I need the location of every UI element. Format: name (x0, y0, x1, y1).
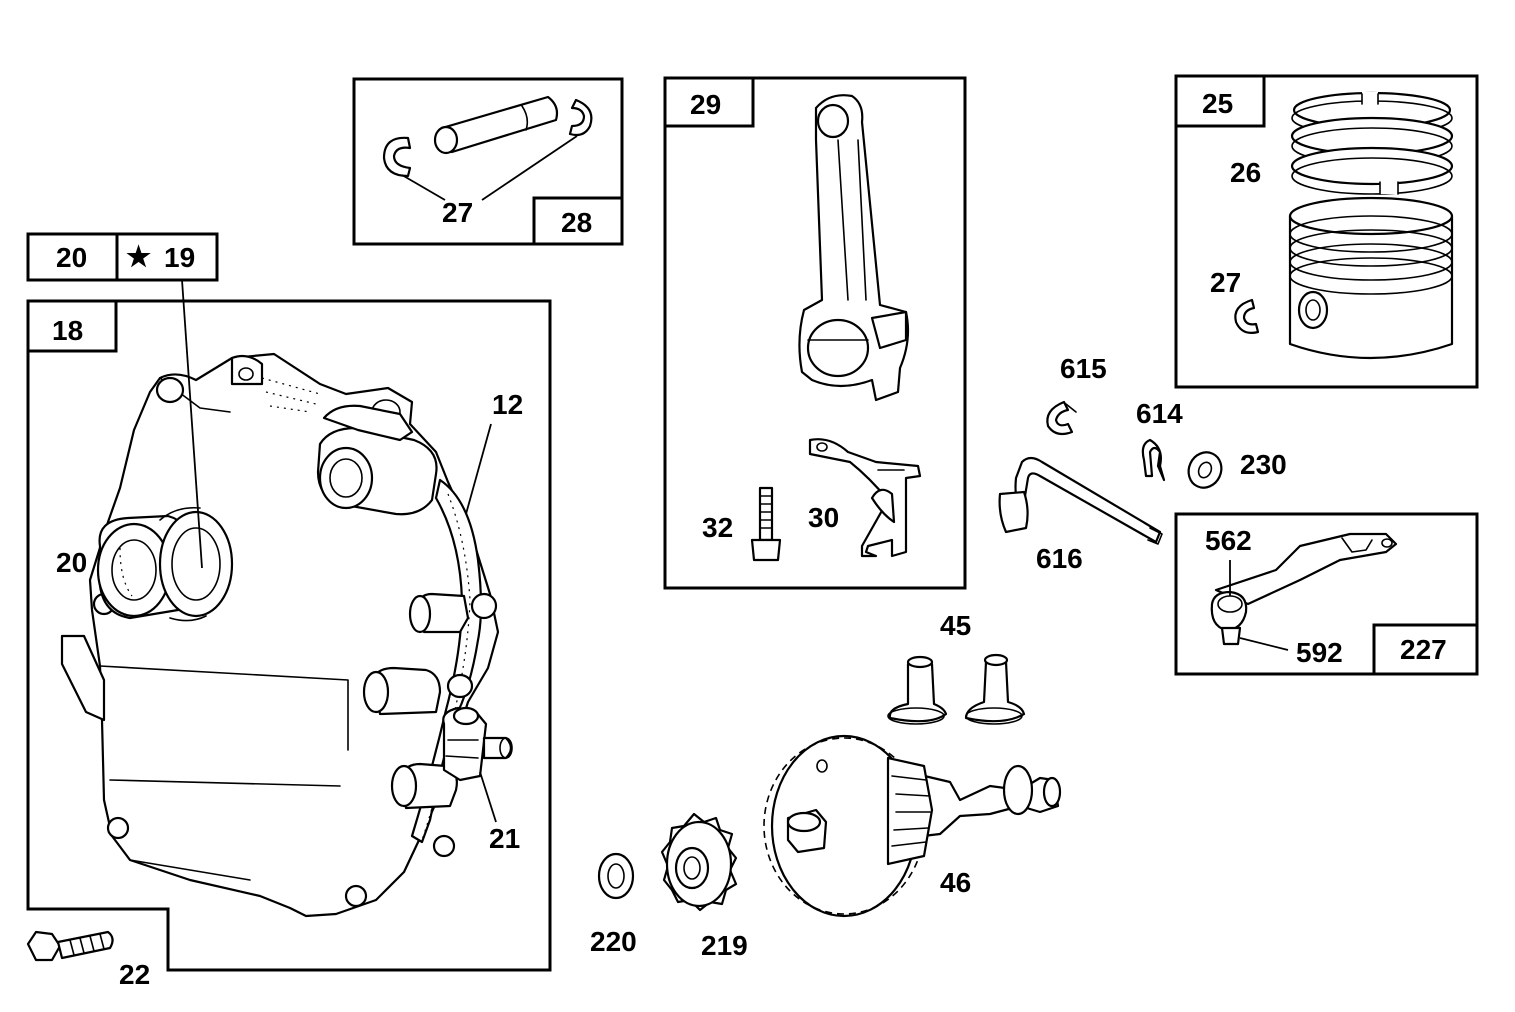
star-icon: ★ (126, 241, 151, 272)
piston (1288, 196, 1454, 360)
crankcase-cover (60, 352, 500, 918)
piston-pin (433, 95, 559, 155)
callout-562: 562 (1205, 525, 1252, 556)
kit-box-227 (1174, 512, 1479, 676)
callout-219: 219 (701, 930, 748, 961)
piston-clip (1234, 298, 1260, 334)
kit-box-18 (26, 299, 552, 972)
callout-29: 29 (690, 89, 721, 120)
callout-227: 227 (1400, 634, 1447, 665)
rod-bolt (750, 486, 782, 562)
governor-crank (998, 456, 1163, 545)
callout-27-pin: 27 (442, 197, 473, 228)
callout-19: 19 (164, 242, 195, 273)
crank-gear (660, 812, 738, 912)
callout-12: 12 (492, 389, 523, 420)
callout-18: 18 (52, 315, 83, 346)
callout-28: 28 (561, 207, 592, 238)
callout-26: 26 (1230, 157, 1261, 188)
cover-bolt (26, 930, 114, 962)
e-ring (1046, 400, 1077, 436)
callout-32: 32 (702, 512, 733, 543)
oil-seal-inner (158, 506, 234, 622)
callout-20-seal: 20 (56, 547, 87, 578)
callout-616: 616 (1036, 543, 1083, 574)
callout-614: 614 (1136, 398, 1183, 429)
camshaft (763, 734, 1062, 918)
callout-220: 220 (590, 926, 637, 957)
pin-clip-right (568, 98, 593, 137)
washer-230 (1187, 451, 1223, 489)
callout-592: 592 (1296, 637, 1343, 668)
governor-shaft (442, 706, 513, 782)
kit-box-28 (352, 77, 624, 246)
callout-22: 22 (119, 959, 150, 990)
washer-220 (597, 852, 635, 900)
tappet-left (887, 655, 948, 725)
hitch-pin (1141, 438, 1166, 482)
governor-lever (1210, 532, 1398, 646)
callout-30: 30 (808, 502, 839, 533)
callout-21: 21 (489, 823, 520, 854)
callout-45: 45 (940, 610, 971, 641)
connecting-rod (798, 94, 910, 402)
callout-46: 46 (940, 867, 971, 898)
oil-dipper (808, 438, 922, 558)
kit-box-29 (663, 76, 967, 590)
piston-rings (1290, 91, 1454, 195)
callout-25: 25 (1202, 88, 1233, 119)
tag-20-19 (26, 232, 219, 282)
tappet-right (964, 653, 1026, 725)
callout-615: 615 (1060, 353, 1107, 384)
pin-clip-left (382, 136, 412, 178)
callout-27-piston: 27 (1210, 267, 1241, 298)
callout-20-tag: 20 (56, 242, 87, 273)
kit-box-25 (1174, 74, 1479, 389)
callout-230: 230 (1240, 449, 1287, 480)
